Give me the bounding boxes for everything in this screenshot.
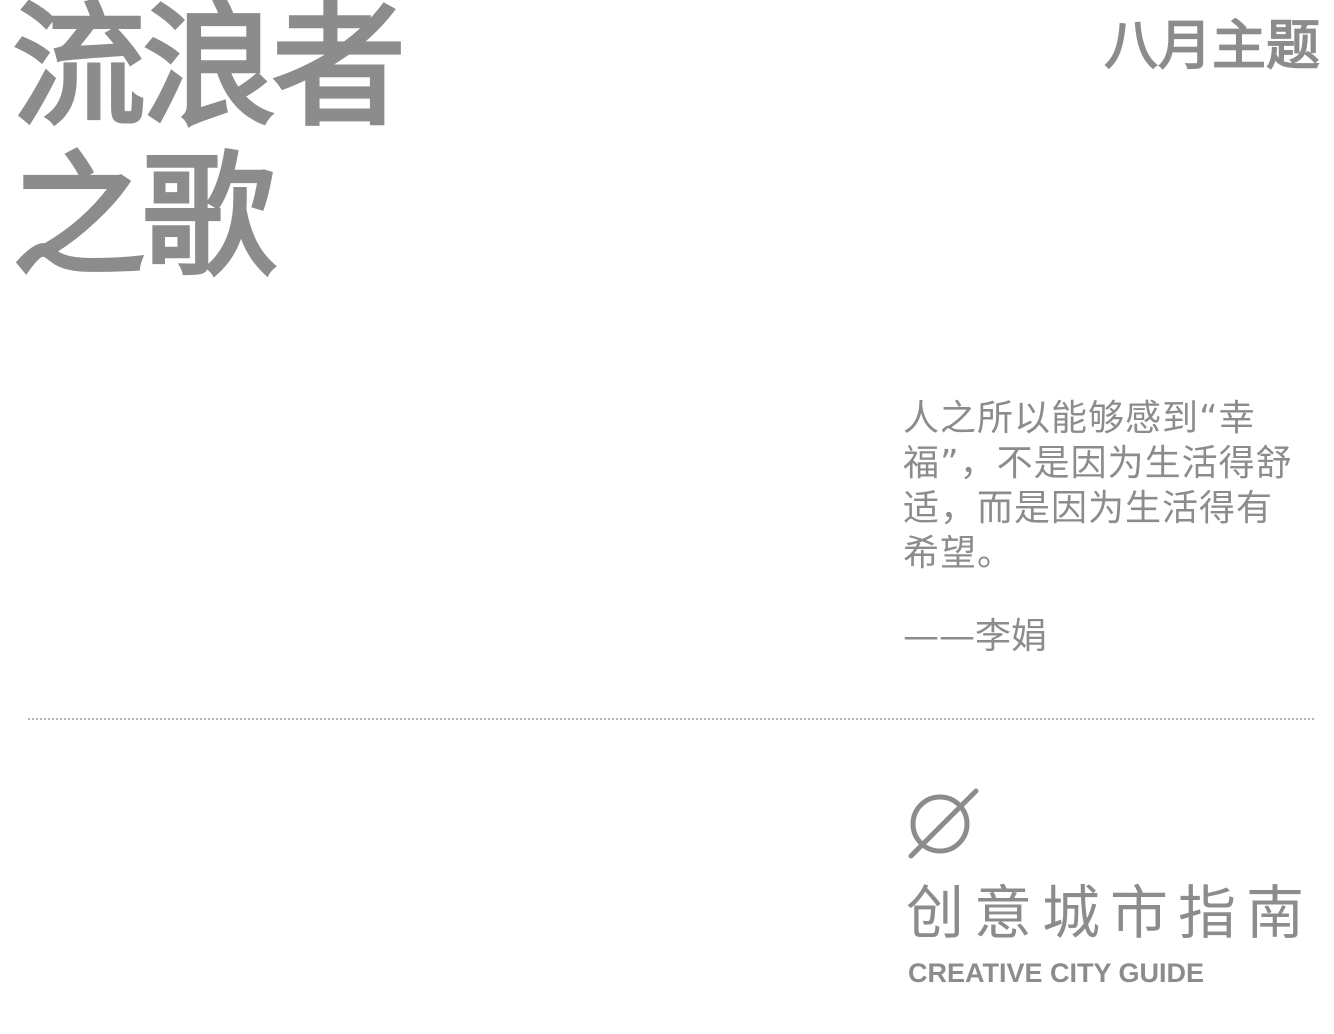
brand-name-chinese: 创意城市指南: [906, 879, 1315, 947]
dotted-divider: [28, 718, 1314, 720]
month-theme-label: 八月主题: [1104, 14, 1320, 77]
title-line-1: 流浪者: [12, 0, 406, 145]
quote-author: ——李娟: [903, 616, 1048, 657]
empty-set-icon: [908, 788, 979, 859]
brand-name-english: CREATIVE CITY GUIDE: [908, 958, 1205, 988]
title-line-2: 之歌: [12, 139, 276, 295]
quote-text: 人之所以能够感到“幸福”，不是因为生活得舒适，而是因为生活得有希望。: [903, 398, 1293, 574]
page-title: 流浪者 之歌: [12, 0, 406, 295]
